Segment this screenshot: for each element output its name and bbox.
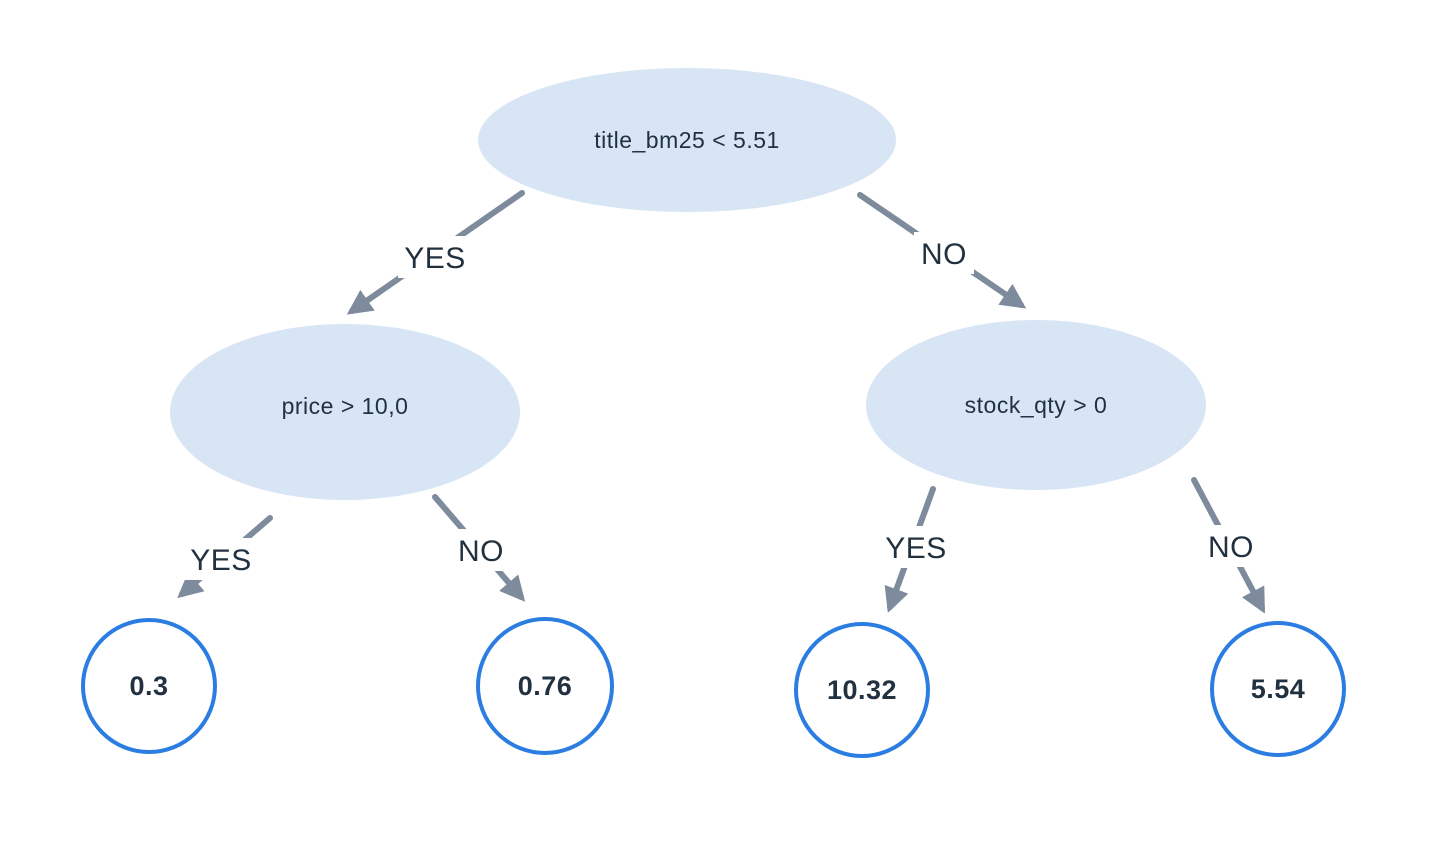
edge-root-yes-label: YES [404, 242, 466, 275]
leaf-right-no-circle [1210, 621, 1346, 757]
edge-label-backgrounds [184, 232, 1261, 580]
leaf-left-no-circle [476, 617, 614, 755]
tree-nodes [81, 68, 1346, 758]
node-labels: title_bm25 < 5.51 price > 10,0 stock_qty… [282, 127, 1108, 419]
node-right-label: stock_qty > 0 [965, 392, 1108, 418]
edge-labels: YES NO YES NO YES NO [190, 238, 1254, 577]
edge-label-bg [914, 232, 974, 274]
node-root-ellipse [478, 68, 896, 212]
edge-right-no-label: NO [1208, 531, 1254, 564]
edge-label-bg [398, 236, 472, 278]
leaf-right-no-value: 5.54 [1251, 674, 1306, 704]
leaf-right-yes-value: 10.32 [827, 675, 897, 705]
leaf-labels: 0.3 0.76 10.32 5.54 [129, 671, 1306, 705]
edge-label-bg [184, 538, 258, 580]
edge-label-bg [879, 526, 953, 568]
leaf-right-yes-circle [794, 622, 930, 758]
edge-left-no-label: NO [458, 535, 504, 568]
edge-label-bg [451, 529, 511, 571]
node-right-ellipse [866, 320, 1206, 490]
node-left-ellipse [170, 324, 520, 500]
edge-label-bg [1201, 525, 1261, 567]
edge-left-yes-label: YES [190, 544, 252, 577]
leaf-left-yes-circle [81, 618, 217, 754]
node-root-label: title_bm25 < 5.51 [594, 127, 780, 153]
leaf-left-no-value: 0.76 [518, 671, 573, 701]
leaf-left-yes-value: 0.3 [129, 671, 168, 701]
node-left-label: price > 10,0 [282, 393, 409, 419]
edge-right-yes-label: YES [885, 532, 947, 565]
edge-root-no-label: NO [921, 238, 967, 271]
